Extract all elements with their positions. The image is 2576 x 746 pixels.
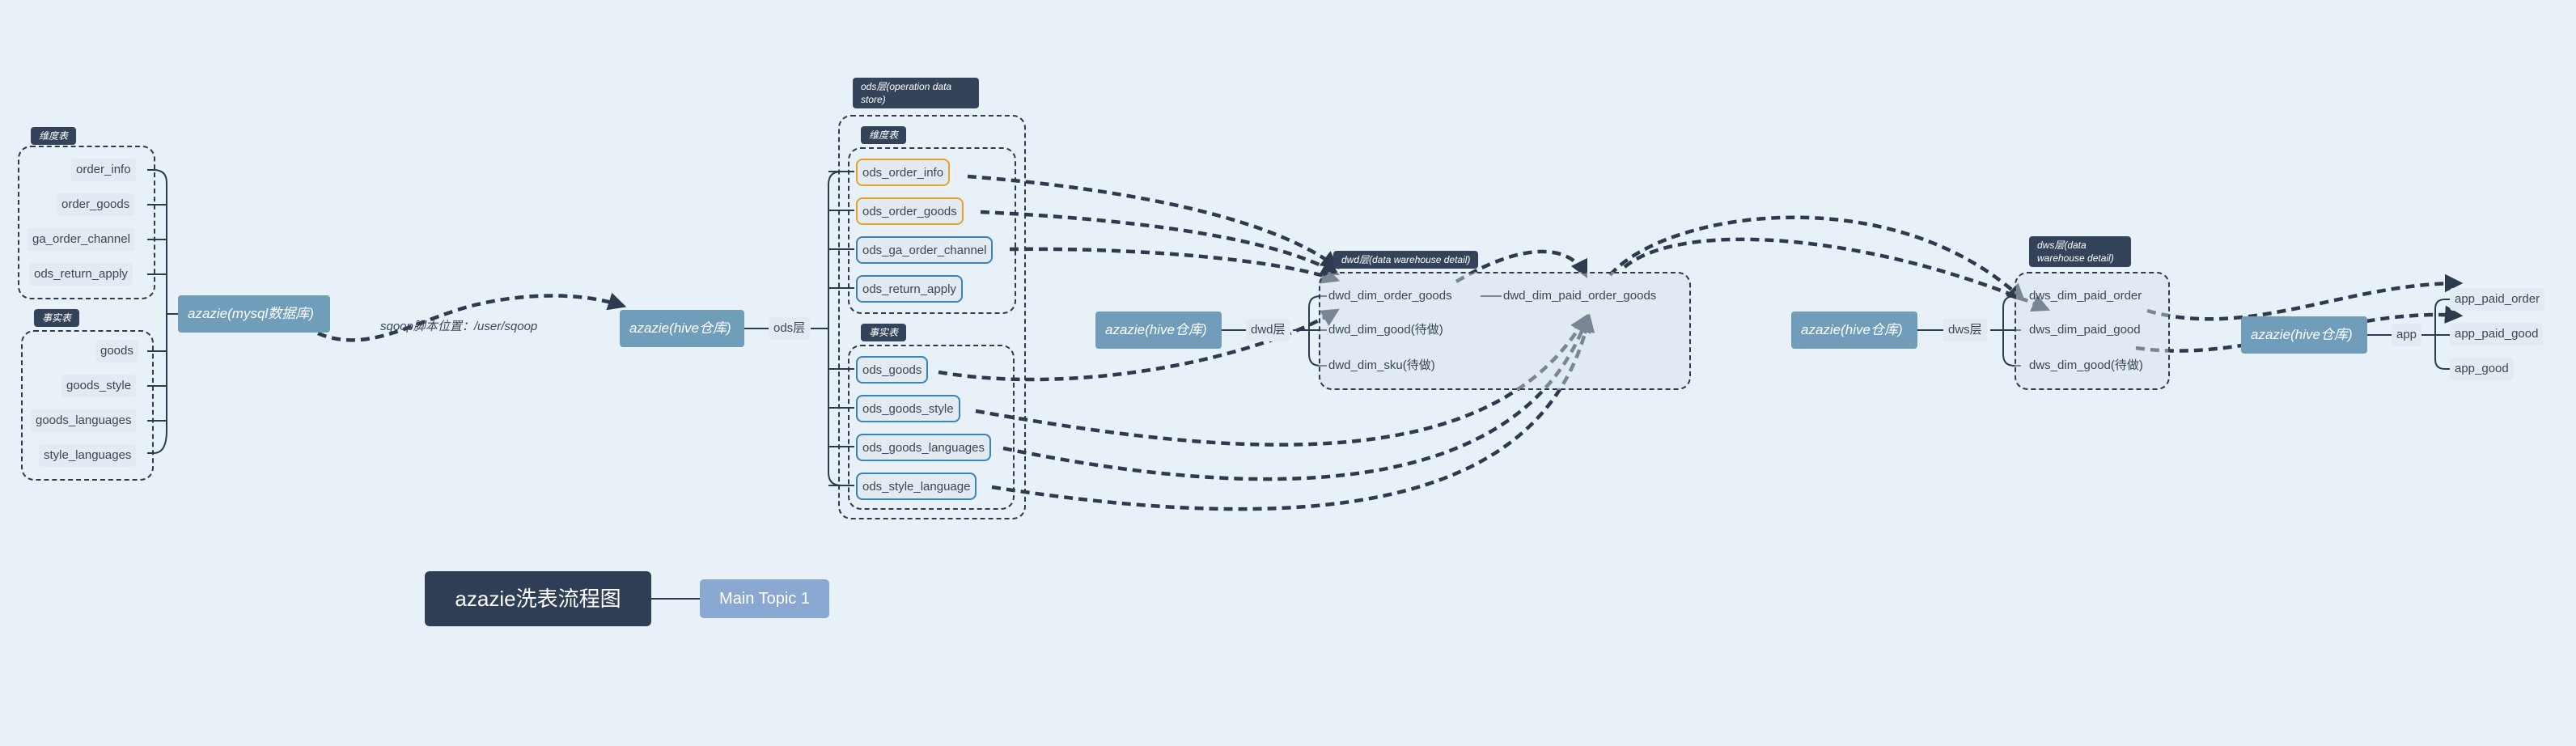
source-dim-tag: 维度表 [31,127,77,145]
dwd-dim-order-goods[interactable]: dwd_dim_order_goods [1328,289,1452,303]
source-mysql-root[interactable]: azazie(mysql数据库) [178,295,330,333]
ods-layer-box [838,115,1026,519]
ods-dim-tag: 维度表 [861,126,907,144]
dwd-layer-tag: dwd层(data warehouse detail) [1333,251,1479,269]
dwd-layer-label[interactable]: dwd层 [1246,319,1290,341]
dws-layer-tag: dws层(data warehouse detail) [2029,236,2131,267]
ods-fact-goods-languages[interactable]: ods_goods_languages [856,434,991,461]
dwd-dim-good[interactable]: dwd_dim_good(待做) [1328,323,1443,337]
ods-fact-goods-style[interactable]: ods_goods_style [856,395,960,422]
ods-fact-goods[interactable]: ods_goods [856,356,929,384]
ods-fact-tag: 事实表 [861,324,907,341]
app-good[interactable]: app_good [2450,358,2514,380]
source-fact-style-languages[interactable]: style_languages [39,444,137,467]
app-layer-label[interactable]: app [2392,324,2422,346]
ods-dim-return-apply[interactable]: ods_return_apply [856,275,963,303]
dws-layer-box [2015,272,2170,390]
app-hive-root[interactable]: azazie(hive仓库) [2241,316,2367,354]
source-fact-group [21,330,154,481]
app-paid-order[interactable]: app_paid_order [2450,288,2545,311]
source-fact-goods-languages[interactable]: goods_languages [31,409,137,432]
dwd-dim-paid-order-goods[interactable]: dwd_dim_paid_order_goods [1503,289,1657,303]
dws-layer-label[interactable]: dws层 [1943,319,1987,341]
ods-hive-root[interactable]: azazie(hive仓库) [620,310,744,347]
dws-dim-good[interactable]: dws_dim_good(待做) [2029,358,2143,372]
dwd-hive-root[interactable]: azazie(hive仓库) [1095,312,1222,349]
source-fact-tag: 事实表 [34,309,80,327]
ods-layer-tag: ods层(operation data store) [853,78,979,108]
sqoop-label: sqoop脚本位置：/user/sqoop [380,320,538,333]
source-dim-ods-return-apply[interactable]: ods_return_apply [29,263,133,286]
dws-hive-root[interactable]: azazie(hive仓库) [1791,312,1917,349]
ods-dim-group [848,147,1016,314]
dws-dim-paid-good[interactable]: dws_dim_paid_good [2029,323,2141,337]
dwd-layer-box [1319,272,1691,390]
ods-fact-group [848,345,1015,510]
source-fact-goods[interactable]: goods [95,340,138,362]
source-dim-ga-order-channel[interactable]: ga_order_channel [28,228,135,251]
ods-dim-ga-order-channel[interactable]: ods_ga_order_channel [856,236,994,264]
flow-arrows [317,174,2464,511]
source-fact-goods-style[interactable]: goods_style [61,375,137,397]
ods-dim-order-goods[interactable]: ods_order_goods [856,197,964,225]
dws-dim-paid-order[interactable]: dws_dim_paid_order [2029,289,2142,303]
app-paid-good[interactable]: app_paid_good [2450,323,2544,345]
source-dim-group [18,146,155,299]
ods-fact-style-language[interactable]: ods_style_language [856,473,977,500]
dwd-dim-sku[interactable]: dwd_dim_sku(待做) [1328,358,1435,372]
source-dim-order-info[interactable]: order_info [71,159,136,181]
main-topic-1[interactable]: Main Topic 1 [700,579,829,618]
ods-dim-order-info[interactable]: ods_order_info [856,159,951,186]
diagram-title[interactable]: azazie洗表流程图 [425,571,651,626]
ods-layer-label[interactable]: ods层 [769,317,811,340]
source-dim-order-goods[interactable]: order_goods [57,193,135,216]
